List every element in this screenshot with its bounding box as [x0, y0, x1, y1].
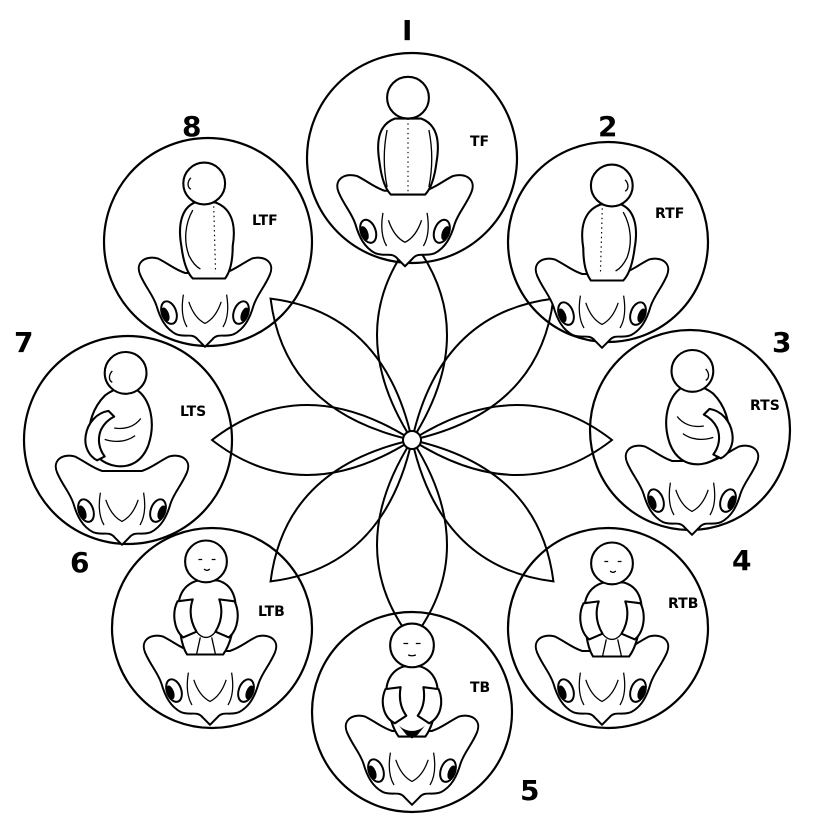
- position-2: RTF 2: [506, 110, 710, 349]
- position-3: RTS 3: [588, 326, 791, 536]
- position-number-4: 4: [732, 544, 751, 577]
- petal: [410, 404, 614, 476]
- center-hub: [402, 430, 422, 450]
- position-code-1: TF: [470, 134, 489, 150]
- position-number-2: 2: [598, 110, 617, 143]
- position-number-7: 7: [14, 326, 33, 359]
- position-number-8: 8: [182, 110, 201, 143]
- position-6: LTB 6: [70, 526, 314, 730]
- position-code-2: RTF: [655, 206, 684, 222]
- position-code-3: RTS: [750, 398, 780, 414]
- position-8: LTF 8: [102, 110, 314, 348]
- position-number-6: 6: [70, 546, 89, 579]
- position-5: TB 5: [310, 610, 539, 814]
- position-7: LTS 7: [14, 326, 234, 546]
- position-number-1: I: [402, 14, 412, 47]
- position-1: TF I: [305, 14, 519, 268]
- position-number-3: 3: [772, 326, 791, 359]
- position-4: RTB 4: [506, 526, 751, 730]
- position-code-4: RTB: [668, 596, 698, 612]
- position-code-5: TB: [470, 680, 490, 696]
- petal: [376, 438, 448, 642]
- petal: [269, 297, 414, 442]
- position-code-8: LTF: [252, 213, 278, 229]
- petal: [410, 297, 555, 442]
- position-code-7: LTS: [180, 404, 206, 420]
- petal: [269, 438, 414, 583]
- petal: [210, 404, 414, 476]
- position-number-5: 5: [520, 774, 539, 807]
- petal: [410, 438, 555, 583]
- position-code-6: LTB: [258, 604, 285, 620]
- petal: [376, 238, 448, 442]
